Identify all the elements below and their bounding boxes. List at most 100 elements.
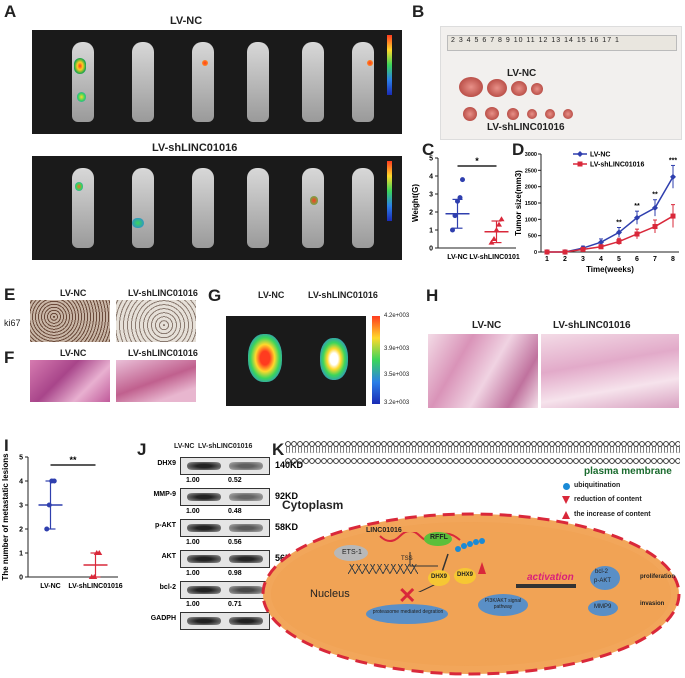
dhx9-node-b bbox=[454, 568, 476, 584]
lipid-head bbox=[501, 441, 507, 447]
data-point bbox=[44, 526, 50, 532]
lipid-head bbox=[411, 441, 417, 447]
lipid-head bbox=[513, 441, 519, 447]
lipid-tail bbox=[490, 445, 494, 454]
lipid-tail bbox=[604, 445, 608, 454]
tumor-photo: 2 3 4 5 6 7 8 9 10 11 12 13 14 15 16 17 … bbox=[440, 26, 682, 140]
lipid-tail bbox=[400, 445, 404, 454]
lipid-head bbox=[489, 441, 495, 447]
lipid-tail bbox=[286, 445, 290, 454]
lung-he-image-lv-nc bbox=[428, 334, 538, 408]
panel-f-col1: LV-NC bbox=[60, 348, 87, 358]
activation-label: activation bbox=[527, 572, 574, 583]
lipid-tail bbox=[424, 445, 428, 454]
degradation-label: proteasome mediated degration bbox=[372, 609, 444, 615]
activation-arrow bbox=[516, 584, 576, 588]
data-point bbox=[562, 249, 568, 255]
lipid-head bbox=[351, 441, 357, 447]
lipid-tail bbox=[514, 445, 518, 454]
proliferation-label: proliferation bbox=[640, 574, 676, 580]
lipid-head bbox=[519, 458, 525, 464]
lipid-head bbox=[567, 441, 573, 447]
wb-kd-label: 140KD bbox=[275, 460, 304, 470]
y-tick-label: 0 bbox=[19, 575, 23, 582]
panel-g-colorbar bbox=[372, 316, 380, 404]
data-point bbox=[634, 231, 640, 237]
lipid-tail bbox=[406, 445, 410, 454]
x-tick-label: 7 bbox=[653, 256, 657, 263]
x-tick-label: 5 bbox=[617, 256, 621, 263]
lipid-head bbox=[663, 458, 669, 464]
lipid-head bbox=[675, 458, 680, 464]
data-point bbox=[580, 246, 586, 252]
lipid-head bbox=[285, 441, 291, 447]
mmp9-label: MMP9 bbox=[594, 604, 612, 610]
lipid-head bbox=[453, 441, 459, 447]
lipid-tail bbox=[676, 445, 680, 454]
lipid-head bbox=[303, 458, 309, 464]
y-tick-label: 0 bbox=[534, 250, 537, 256]
wb-ratio-lv-nc: 1.00 bbox=[186, 570, 200, 577]
lipid-head bbox=[399, 441, 405, 447]
lipid-head bbox=[351, 458, 357, 464]
x-tick-label: LV-shLINC01016 bbox=[469, 254, 520, 261]
lipid-tail bbox=[298, 445, 302, 454]
lipid-head bbox=[363, 441, 369, 447]
x-tick-label: 3 bbox=[581, 256, 585, 263]
wb-ratio-lv-shlinc: 0.52 bbox=[228, 477, 242, 484]
lipid-head bbox=[429, 458, 435, 464]
ivis-image-lv-shlinc bbox=[32, 156, 402, 260]
lung-ivis-image bbox=[226, 316, 366, 406]
panel-g-scale-0: 4.2e+003 bbox=[384, 313, 410, 319]
lipid-tail bbox=[526, 445, 530, 454]
legend-label: LV-NC bbox=[590, 152, 610, 159]
lipid-head bbox=[621, 458, 627, 464]
y-tick-label: 1500 bbox=[525, 201, 537, 207]
pi3k-node bbox=[478, 594, 528, 616]
data-point bbox=[491, 236, 497, 241]
lipid-head bbox=[441, 458, 447, 464]
data-point bbox=[91, 574, 98, 579]
wb-blot-strip bbox=[180, 519, 270, 537]
lipid-head bbox=[465, 458, 471, 464]
lipid-head bbox=[597, 458, 603, 464]
lipid-head bbox=[561, 441, 567, 447]
lipid-tail bbox=[412, 445, 416, 454]
lipid-tail bbox=[670, 445, 674, 454]
significance-mark: *** bbox=[669, 157, 677, 164]
wb-band bbox=[187, 555, 221, 563]
lipid-tail bbox=[322, 445, 326, 454]
significance-mark: ** bbox=[652, 192, 658, 199]
panel-j-col2: LV-shLINC01016 bbox=[198, 443, 253, 450]
lipid-head bbox=[603, 441, 609, 447]
lipid-head bbox=[423, 441, 429, 447]
y-tick-label: 2500 bbox=[525, 168, 537, 174]
lipid-head bbox=[543, 458, 549, 464]
panel-label-f: F bbox=[4, 348, 15, 367]
rffl-label: RFFL bbox=[430, 534, 448, 541]
data-point bbox=[670, 213, 676, 219]
x-tick-label: 2 bbox=[563, 256, 567, 263]
lipid-head bbox=[363, 458, 369, 464]
lipid-tail bbox=[484, 445, 488, 454]
lipid-tail bbox=[430, 445, 434, 454]
lipid-head bbox=[615, 441, 621, 447]
mmp9-node bbox=[588, 600, 618, 616]
y-tick-label: 3000 bbox=[525, 152, 537, 158]
y-tick-label: 2 bbox=[19, 527, 23, 534]
panel-label-j: J bbox=[137, 440, 147, 459]
degradation-node bbox=[366, 604, 448, 624]
panel-b-label-bottom: LV-shLINC01016 bbox=[487, 122, 565, 133]
lipid-tail bbox=[556, 445, 560, 454]
lipid-head bbox=[507, 441, 513, 447]
lipid-head bbox=[633, 458, 639, 464]
lipid-head bbox=[297, 458, 303, 464]
lipid-head bbox=[315, 441, 321, 447]
wb-band bbox=[187, 617, 221, 625]
wb-band bbox=[229, 493, 263, 501]
lipid-head bbox=[423, 458, 429, 464]
lipid-head bbox=[483, 441, 489, 447]
wb-blot-strip bbox=[180, 488, 270, 506]
data-point bbox=[96, 550, 103, 555]
